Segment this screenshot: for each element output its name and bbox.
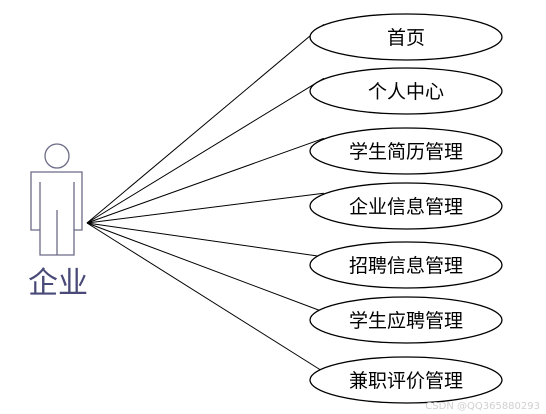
- use-case-parttime-review-mgmt: 兼职评价管理: [309, 356, 503, 404]
- association-line: [86, 77, 325, 224]
- use-case-company-info-mgmt: 企业信息管理: [309, 182, 503, 230]
- association-lines: [86, 24, 325, 373]
- use-case-label: 企业信息管理: [349, 196, 463, 218]
- use-case-home: 首页: [309, 13, 503, 61]
- association-line: [86, 24, 325, 224]
- association-line: [86, 192, 324, 224]
- use-cases: 首页 个人中心 学生简历管理 企业信息管理 招聘信息管理 学生应聘管理 兼职评价…: [309, 13, 503, 404]
- association-line: [86, 137, 324, 224]
- actor-label: 企业: [28, 266, 88, 301]
- use-case-recruit-info-mgmt: 招聘信息管理: [309, 241, 503, 289]
- watermark: CSDN @QQ365880293: [425, 401, 540, 412]
- actor-head: [44, 143, 70, 169]
- use-case-label: 学生简历管理: [349, 141, 463, 163]
- actor-enterprise: 企业: [28, 143, 88, 301]
- use-case-label: 学生应聘管理: [349, 310, 463, 332]
- use-case-personal-center: 个人中心: [309, 67, 503, 115]
- association-line: [86, 222, 324, 313]
- use-case-label: 兼职评价管理: [349, 370, 463, 392]
- use-case-label: 首页: [387, 27, 425, 49]
- use-case-label: 招聘信息管理: [349, 255, 463, 277]
- association-line: [86, 222, 325, 373]
- use-case-label: 个人中心: [368, 81, 444, 103]
- use-case-application-mgmt: 学生应聘管理: [309, 296, 503, 344]
- use-case-resume-mgmt: 学生简历管理: [309, 127, 503, 175]
- association-line: [86, 222, 324, 258]
